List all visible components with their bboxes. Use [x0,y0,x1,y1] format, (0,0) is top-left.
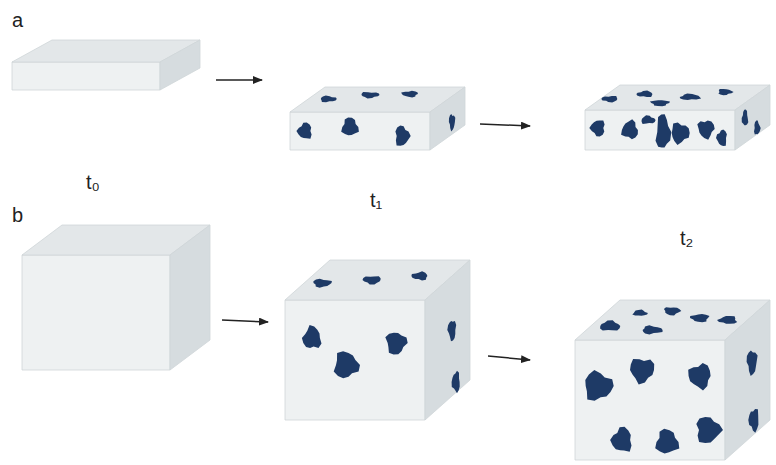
panel-letter: a [12,10,23,30]
domain-blob [363,276,381,284]
box-face [425,260,470,420]
domain-blob [690,314,710,322]
domain-blob [747,351,758,377]
domain-blob [718,89,733,95]
domain-blob [680,93,701,100]
domain-blob [742,110,749,126]
domain-blob [636,90,652,97]
domain-blob [411,271,427,280]
box-face [12,62,160,90]
domain-blob [601,96,617,103]
domain-blob [697,121,714,140]
domain-blob [696,417,723,443]
box-face [290,112,430,150]
domain-blob [642,115,656,124]
arrow [222,320,268,322]
domain-blob [754,121,761,135]
box-face [735,85,770,150]
arrows [216,80,530,360]
domain-blob [672,123,690,146]
domain-blob [655,429,679,454]
domain-blob [313,279,332,288]
domain-blob [717,316,737,324]
time-label: t₂ [680,228,693,248]
domain-blob [643,325,663,334]
box-face [285,300,425,420]
sample-blocks [12,40,770,460]
domain-blob [688,363,710,390]
arrow [216,79,262,81]
domain-blob [385,333,407,355]
domain-blob [447,321,456,341]
box-face [725,300,770,460]
domain-blob [452,371,460,393]
domain-blob [748,409,758,433]
domain-blob [610,427,631,452]
domain-blob [664,307,681,315]
box-face [22,255,170,370]
box-face [585,110,735,150]
domain-blob [395,126,410,146]
domain-blob [401,91,418,98]
domain-blob [600,320,620,330]
domain-blob [589,120,604,136]
domain-blob [449,114,455,132]
domain-blob [650,100,670,106]
domains [296,89,760,454]
time-label: t₁ [370,190,382,210]
box-face [430,87,465,150]
box-face [575,340,725,460]
box-face [170,225,210,370]
domain-blob [302,325,322,348]
arrow [480,124,530,126]
domain-blob [362,92,380,99]
domain-blob [621,119,638,139]
box-face [160,40,200,90]
domain-blob [716,130,727,147]
domain-blob [656,114,672,147]
arrow [488,356,530,360]
panel-letter: b [12,205,23,225]
domain-blob [321,95,337,102]
domain-blob [585,370,613,401]
time-label: t₀ [86,172,100,192]
domain-blob [341,117,359,135]
domain-blob [630,359,654,385]
domain-blob [334,351,360,378]
domain-blob [296,123,311,139]
domain-blob [632,310,648,316]
